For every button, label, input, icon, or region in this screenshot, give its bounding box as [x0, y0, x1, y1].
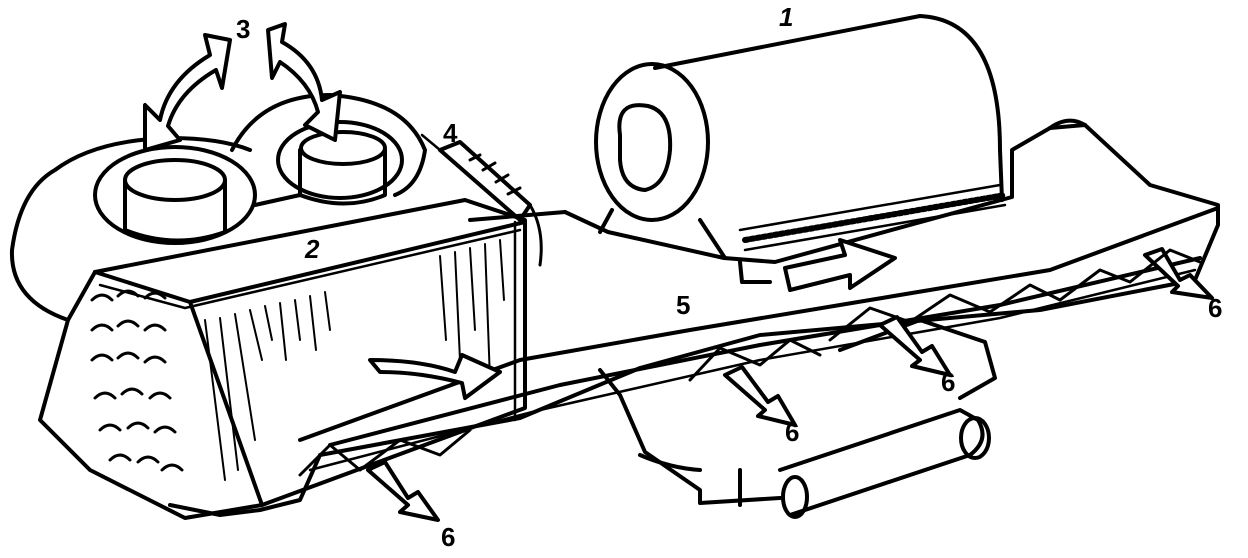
- callout-outflow-mid: 6: [941, 367, 956, 397]
- callout-inflow: 3: [236, 14, 251, 44]
- tube: [420, 133, 543, 267]
- callout-heat-exchanger: 2: [305, 234, 320, 264]
- callout-tube: 4: [443, 118, 458, 148]
- flow-arrows: [368, 238, 897, 400]
- outflow-arrows: [366, 247, 1214, 522]
- callout-duct: 5: [676, 290, 691, 320]
- inflow-arrows: [143, 22, 342, 152]
- callout-outflow-center: 6: [785, 417, 800, 447]
- callout-outflow-left: 6: [441, 522, 456, 552]
- duct-body: [168, 118, 1220, 517]
- blower-motor: [594, 14, 1008, 284]
- intake-housings: [9, 93, 427, 322]
- callout-outflow-right: 6: [1208, 293, 1223, 323]
- heat-exchanger: [38, 198, 527, 520]
- louvre-strip: [298, 248, 1202, 477]
- callout-blower-motor: 1: [779, 2, 794, 32]
